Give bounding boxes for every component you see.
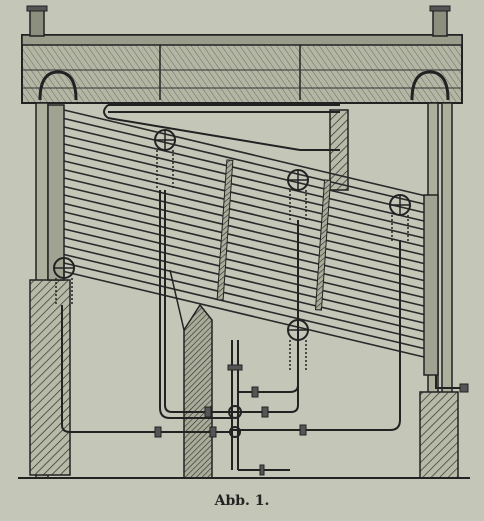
- water-tube: [63, 117, 427, 206]
- water-tube: [63, 160, 427, 248]
- valve-handwheel-1: [154, 129, 176, 188]
- tube-headers: [47, 104, 439, 376]
- water-tube: [63, 253, 427, 342]
- water-tube: [63, 202, 427, 291]
- valve-handwheel-2: [287, 169, 309, 220]
- water-tube: [63, 236, 427, 325]
- water-tube: [63, 270, 427, 359]
- blowdown-piping: [61, 190, 468, 471]
- valve-handwheel-left: [53, 257, 75, 305]
- top-posts: [26, 5, 451, 37]
- brick-pillars: [29, 109, 459, 479]
- valve-handwheel-3: [389, 194, 411, 242]
- furnace-bridge: [169, 269, 185, 331]
- tube-baffles: [216, 159, 332, 311]
- water-tube: [63, 262, 427, 350]
- water-tube: [63, 185, 427, 274]
- water-tube: [63, 194, 427, 282]
- water-tube: [63, 219, 427, 308]
- water-tube: [63, 211, 427, 299]
- water-tube: [63, 168, 427, 257]
- steam-drum: [21, 34, 463, 104]
- water-tube: [63, 143, 427, 231]
- water-tube: [63, 177, 427, 265]
- water-tube: [63, 151, 427, 240]
- water-tube: [63, 109, 427, 197]
- water-tube: [63, 134, 427, 223]
- water-tube: [63, 126, 427, 214]
- frame-columns: [35, 102, 453, 479]
- water-tube: [63, 228, 427, 316]
- water-tube-bank: [63, 109, 427, 359]
- water-tube: [63, 245, 427, 333]
- superheater-pipes: [103, 104, 340, 151]
- pipe-fittings: [154, 364, 469, 476]
- figure-caption: Abb. 1.: [214, 493, 270, 509]
